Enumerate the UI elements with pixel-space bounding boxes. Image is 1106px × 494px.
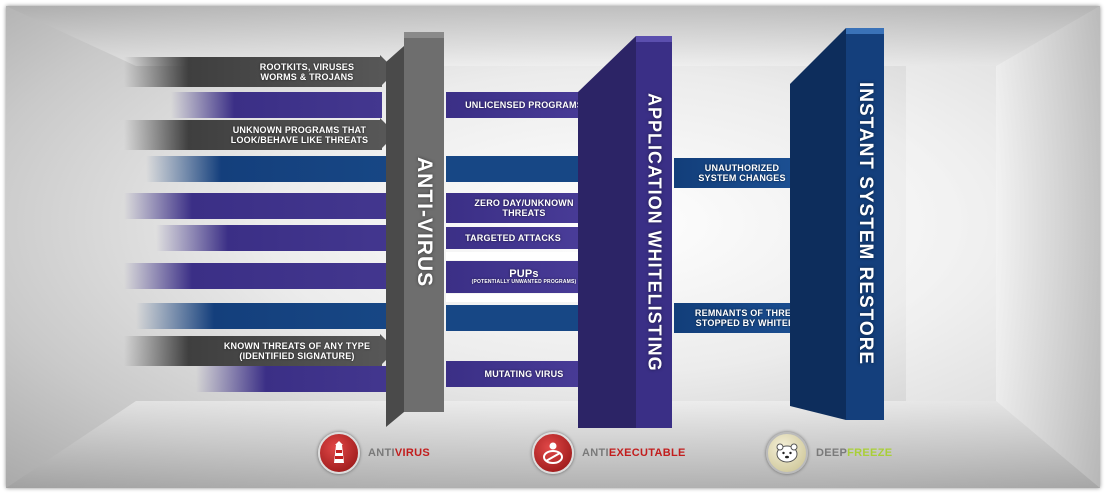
restore-panel: INSTANT SYSTEM RESTORE bbox=[790, 24, 890, 424]
rootkits-label-line2: WORMS & TROJANS bbox=[260, 72, 354, 82]
unauthorized-label-line2: SYSTEM CHANGES bbox=[698, 173, 786, 183]
unknown-programs-label-line1: UNKNOWN PROGRAMS THAT bbox=[232, 125, 367, 135]
targeted-label: TARGETED ATTACKS bbox=[465, 233, 561, 243]
pups-label: PUPs bbox=[509, 268, 539, 280]
zero-day-label-line1: ZERO DAY/UNKNOWN bbox=[474, 198, 574, 208]
antiexecutable-logo-post: EXECUTABLE bbox=[608, 447, 686, 459]
known-threats-label-line2: (IDENTIFIED SIGNATURE) bbox=[239, 351, 355, 361]
diagram-frame: ROOTKITS, VIRUSES WORMS & TROJANS UNKNOW… bbox=[6, 6, 1100, 488]
logo-antivirus: ANTIVIRUS bbox=[318, 432, 430, 474]
arrow-purple-3 bbox=[156, 225, 396, 251]
arrow-unauthorized: UNAUTHORIZED SYSTEM CHANGES bbox=[674, 157, 826, 189]
polar-bear-icon bbox=[766, 432, 808, 474]
deepfreeze-logo-pre: DEEP bbox=[816, 447, 848, 459]
logo-deepfreeze: DEEPFREEZE bbox=[766, 432, 892, 474]
shield-figure-icon bbox=[532, 432, 574, 474]
whitelisting-panel-shape bbox=[578, 36, 672, 428]
white-gap-bar-1 bbox=[446, 252, 586, 260]
deepfreeze-logo-post: FREEZE bbox=[847, 447, 893, 459]
arrow-purple-4 bbox=[124, 263, 396, 289]
unlicensed-label: UNLICENSED PROGRAMS bbox=[465, 100, 583, 110]
whitelisting-title: APPLICATION WHITELISTING bbox=[644, 92, 665, 372]
anti-virus-panel: ANTI-VIRUS bbox=[386, 32, 444, 427]
white-gap-bar-2 bbox=[446, 294, 586, 302]
unknown-programs-label-line2: LOOK/BEHAVE LIKE THREATS bbox=[230, 135, 369, 145]
remnants-label-line2: STOPPED BY WHITELIST bbox=[695, 318, 809, 328]
antiexecutable-logo-pre: ANTI bbox=[582, 447, 609, 459]
anti-virus-title: ANTI-VIRUS bbox=[413, 156, 436, 288]
zero-day-label-line2: THREATS bbox=[502, 208, 546, 218]
whitelisting-panel: APPLICATION WHITELISTING bbox=[578, 32, 678, 432]
lighthouse-icon bbox=[318, 432, 360, 474]
arrow-unknown-programs: UNKNOWN PROGRAMS THAT LOOK/BEHAVE LIKE T… bbox=[124, 118, 396, 150]
arrow-purple-5 bbox=[196, 366, 396, 392]
antivirus-logo-post: VIRUS bbox=[394, 447, 430, 459]
arrow-purple-1 bbox=[171, 92, 396, 118]
arrow-known-threats: KNOWN THREATS OF ANY TYPE (IDENTIFIED SI… bbox=[124, 334, 396, 366]
anti-virus-panel-shape bbox=[386, 32, 444, 427]
rootkits-label-line1: ROOTKITS, VIRUSES bbox=[259, 62, 355, 72]
logo-antiexecutable: ANTIEXECUTABLE bbox=[532, 432, 686, 474]
arrow-rootkits: ROOTKITS, VIRUSES WORMS & TROJANS bbox=[124, 55, 396, 87]
antivirus-logo-pre: ANTI bbox=[368, 447, 395, 459]
arrow-purple-2 bbox=[124, 193, 396, 219]
unauthorized-label-line1: UNAUTHORIZED bbox=[704, 163, 780, 173]
arrow-blue-1 bbox=[146, 156, 396, 182]
restore-panel-shape bbox=[790, 28, 884, 420]
known-threats-label-line1: KNOWN THREATS OF ANY TYPE bbox=[223, 341, 371, 351]
arrow-blue-2 bbox=[136, 303, 396, 329]
arrow-targeted: TARGETED ATTACKS bbox=[446, 224, 596, 252]
restore-title: INSTANT SYSTEM RESTORE bbox=[855, 82, 876, 366]
mutating-label: MUTATING VIRUS bbox=[484, 369, 564, 379]
pups-sublabel: (POTENTIALLY UNWANTED PROGRAMS) bbox=[471, 279, 577, 285]
remnants-label-line1: REMNANTS OF THREATS bbox=[694, 308, 810, 318]
